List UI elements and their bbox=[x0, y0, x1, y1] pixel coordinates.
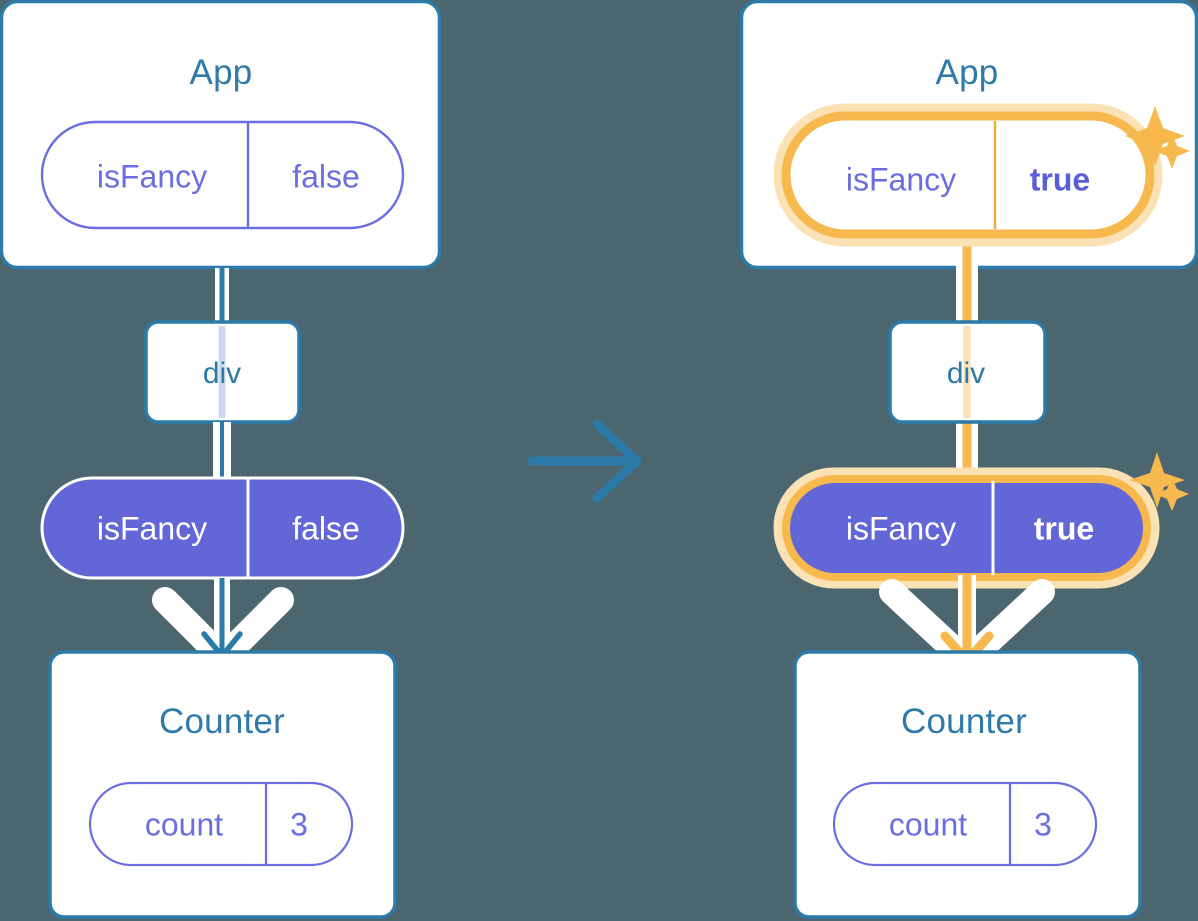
panel-after bbox=[739, 0, 1198, 919]
sparkle-small-props bbox=[1155, 477, 1189, 511]
sparkle-large-props bbox=[1129, 452, 1185, 508]
sparkle-large-app bbox=[1125, 106, 1185, 166]
main-arrow-before bbox=[201, 578, 243, 659]
counter-state-pill-before bbox=[88, 781, 354, 867]
props-pill-before bbox=[40, 476, 405, 580]
sparkle-small-app bbox=[1154, 133, 1190, 169]
transition-arrow bbox=[527, 419, 642, 503]
props-pill-ring-after bbox=[782, 475, 1151, 581]
panel-before bbox=[0, 0, 442, 919]
app-state-pill-ring-after bbox=[781, 111, 1155, 239]
counter-state-pill-after bbox=[832, 781, 1098, 867]
app-state-pill-before bbox=[40, 120, 405, 230]
